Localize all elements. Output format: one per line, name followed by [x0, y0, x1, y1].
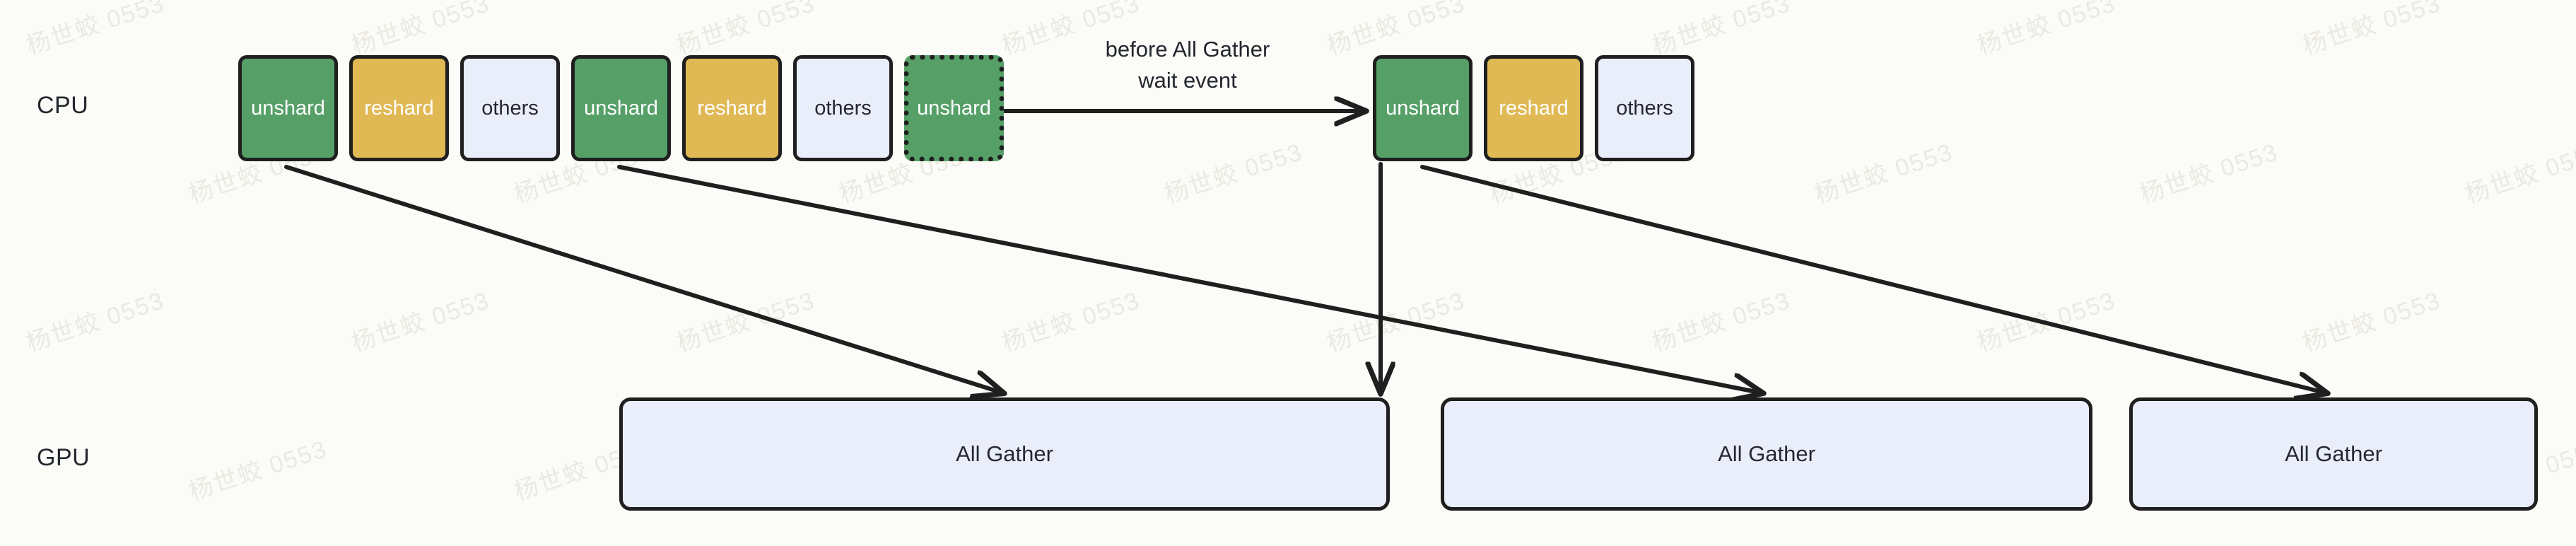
watermark-text: 杨世蛟 0553 — [1161, 138, 1306, 209]
watermark-text: 杨世蛟 0553 — [2299, 0, 2445, 60]
connector-arrow — [284, 165, 1004, 393]
cpu-block-unshard[interactable]: unshard — [238, 55, 338, 161]
before-all-gather-wait-event-note: before All Gather wait event — [1039, 34, 1336, 96]
cpu-block-unshard[interactable]: unshard — [1373, 55, 1473, 161]
gpu-block-label: All Gather — [956, 441, 1053, 466]
gpu-block-label: All Gather — [2285, 441, 2382, 466]
watermark-text: 杨世蛟 0553 — [348, 0, 493, 60]
watermark-text: 杨世蛟 0553 — [1974, 0, 2119, 60]
cpu-block-others[interactable]: others — [793, 55, 893, 161]
connector-arrow — [1420, 165, 2327, 393]
cpu-block-label: reshard — [364, 96, 434, 120]
cpu-block-reshard[interactable]: reshard — [682, 55, 782, 161]
watermark-text: 杨世蛟 0553 — [1649, 0, 1794, 60]
cpu-block-label: others — [814, 96, 872, 120]
gpu-all-gather-block[interactable]: All Gather — [1441, 397, 2092, 511]
cpu-block-unshard-dashed[interactable]: unshard — [904, 55, 1004, 161]
watermark-text: 杨世蛟 0553 — [1323, 0, 1469, 60]
gpu-block-label: All Gather — [1718, 441, 1815, 466]
watermark-text: 杨世蛟 0553 — [1649, 286, 1794, 357]
cpu-block-label: reshard — [1499, 96, 1569, 120]
cpu-row-label: CPU — [37, 92, 89, 119]
watermark-text: 杨世蛟 0553 — [673, 286, 819, 357]
watermark-text: 杨世蛟 0553 — [23, 286, 168, 357]
watermark-text: 杨世蛟 0553 — [23, 0, 168, 60]
watermark-text: 杨世蛟 0553 — [998, 286, 1144, 357]
cpu-block-reshard[interactable]: reshard — [1484, 55, 1583, 161]
cpu-block-reshard[interactable]: reshard — [349, 55, 449, 161]
connector-arrow — [617, 165, 1763, 393]
watermark-text: 杨世蛟 0553 — [185, 435, 331, 506]
wait-note-line-2: wait event — [1138, 68, 1237, 93]
watermark-text: 杨世蛟 0553 — [1811, 138, 1957, 209]
cpu-block-unshard[interactable]: unshard — [571, 55, 671, 161]
watermark-text: 杨世蛟 0553 — [673, 0, 819, 60]
watermark-text: 杨世蛟 0553 — [1323, 286, 1469, 357]
cpu-block-label: unshard — [584, 96, 658, 120]
watermark-text: 杨世蛟 0553 — [2461, 138, 2576, 209]
cpu-block-label: unshard — [251, 96, 325, 120]
cpu-block-others[interactable]: others — [460, 55, 560, 161]
cpu-block-label: reshard — [697, 96, 767, 120]
gpu-all-gather-block[interactable]: All Gather — [619, 397, 1390, 511]
cpu-block-label: others — [481, 96, 539, 120]
watermark-text: 杨世蛟 0553 — [1974, 286, 2119, 357]
cpu-block-label: unshard — [917, 96, 991, 120]
gpu-row-label: GPU — [37, 444, 90, 471]
watermark-text: 杨世蛟 0553 — [348, 286, 493, 357]
cpu-block-others[interactable]: others — [1595, 55, 1694, 161]
watermark-text: 杨世蛟 0553 — [2299, 286, 2445, 357]
gpu-all-gather-block[interactable]: All Gather — [2129, 397, 2538, 511]
watermark-text: 杨世蛟 0553 — [2136, 138, 2282, 209]
cpu-block-label: unshard — [1386, 96, 1460, 120]
cpu-block-label: others — [1616, 96, 1673, 120]
wait-note-line-1: before All Gather — [1105, 37, 1270, 62]
